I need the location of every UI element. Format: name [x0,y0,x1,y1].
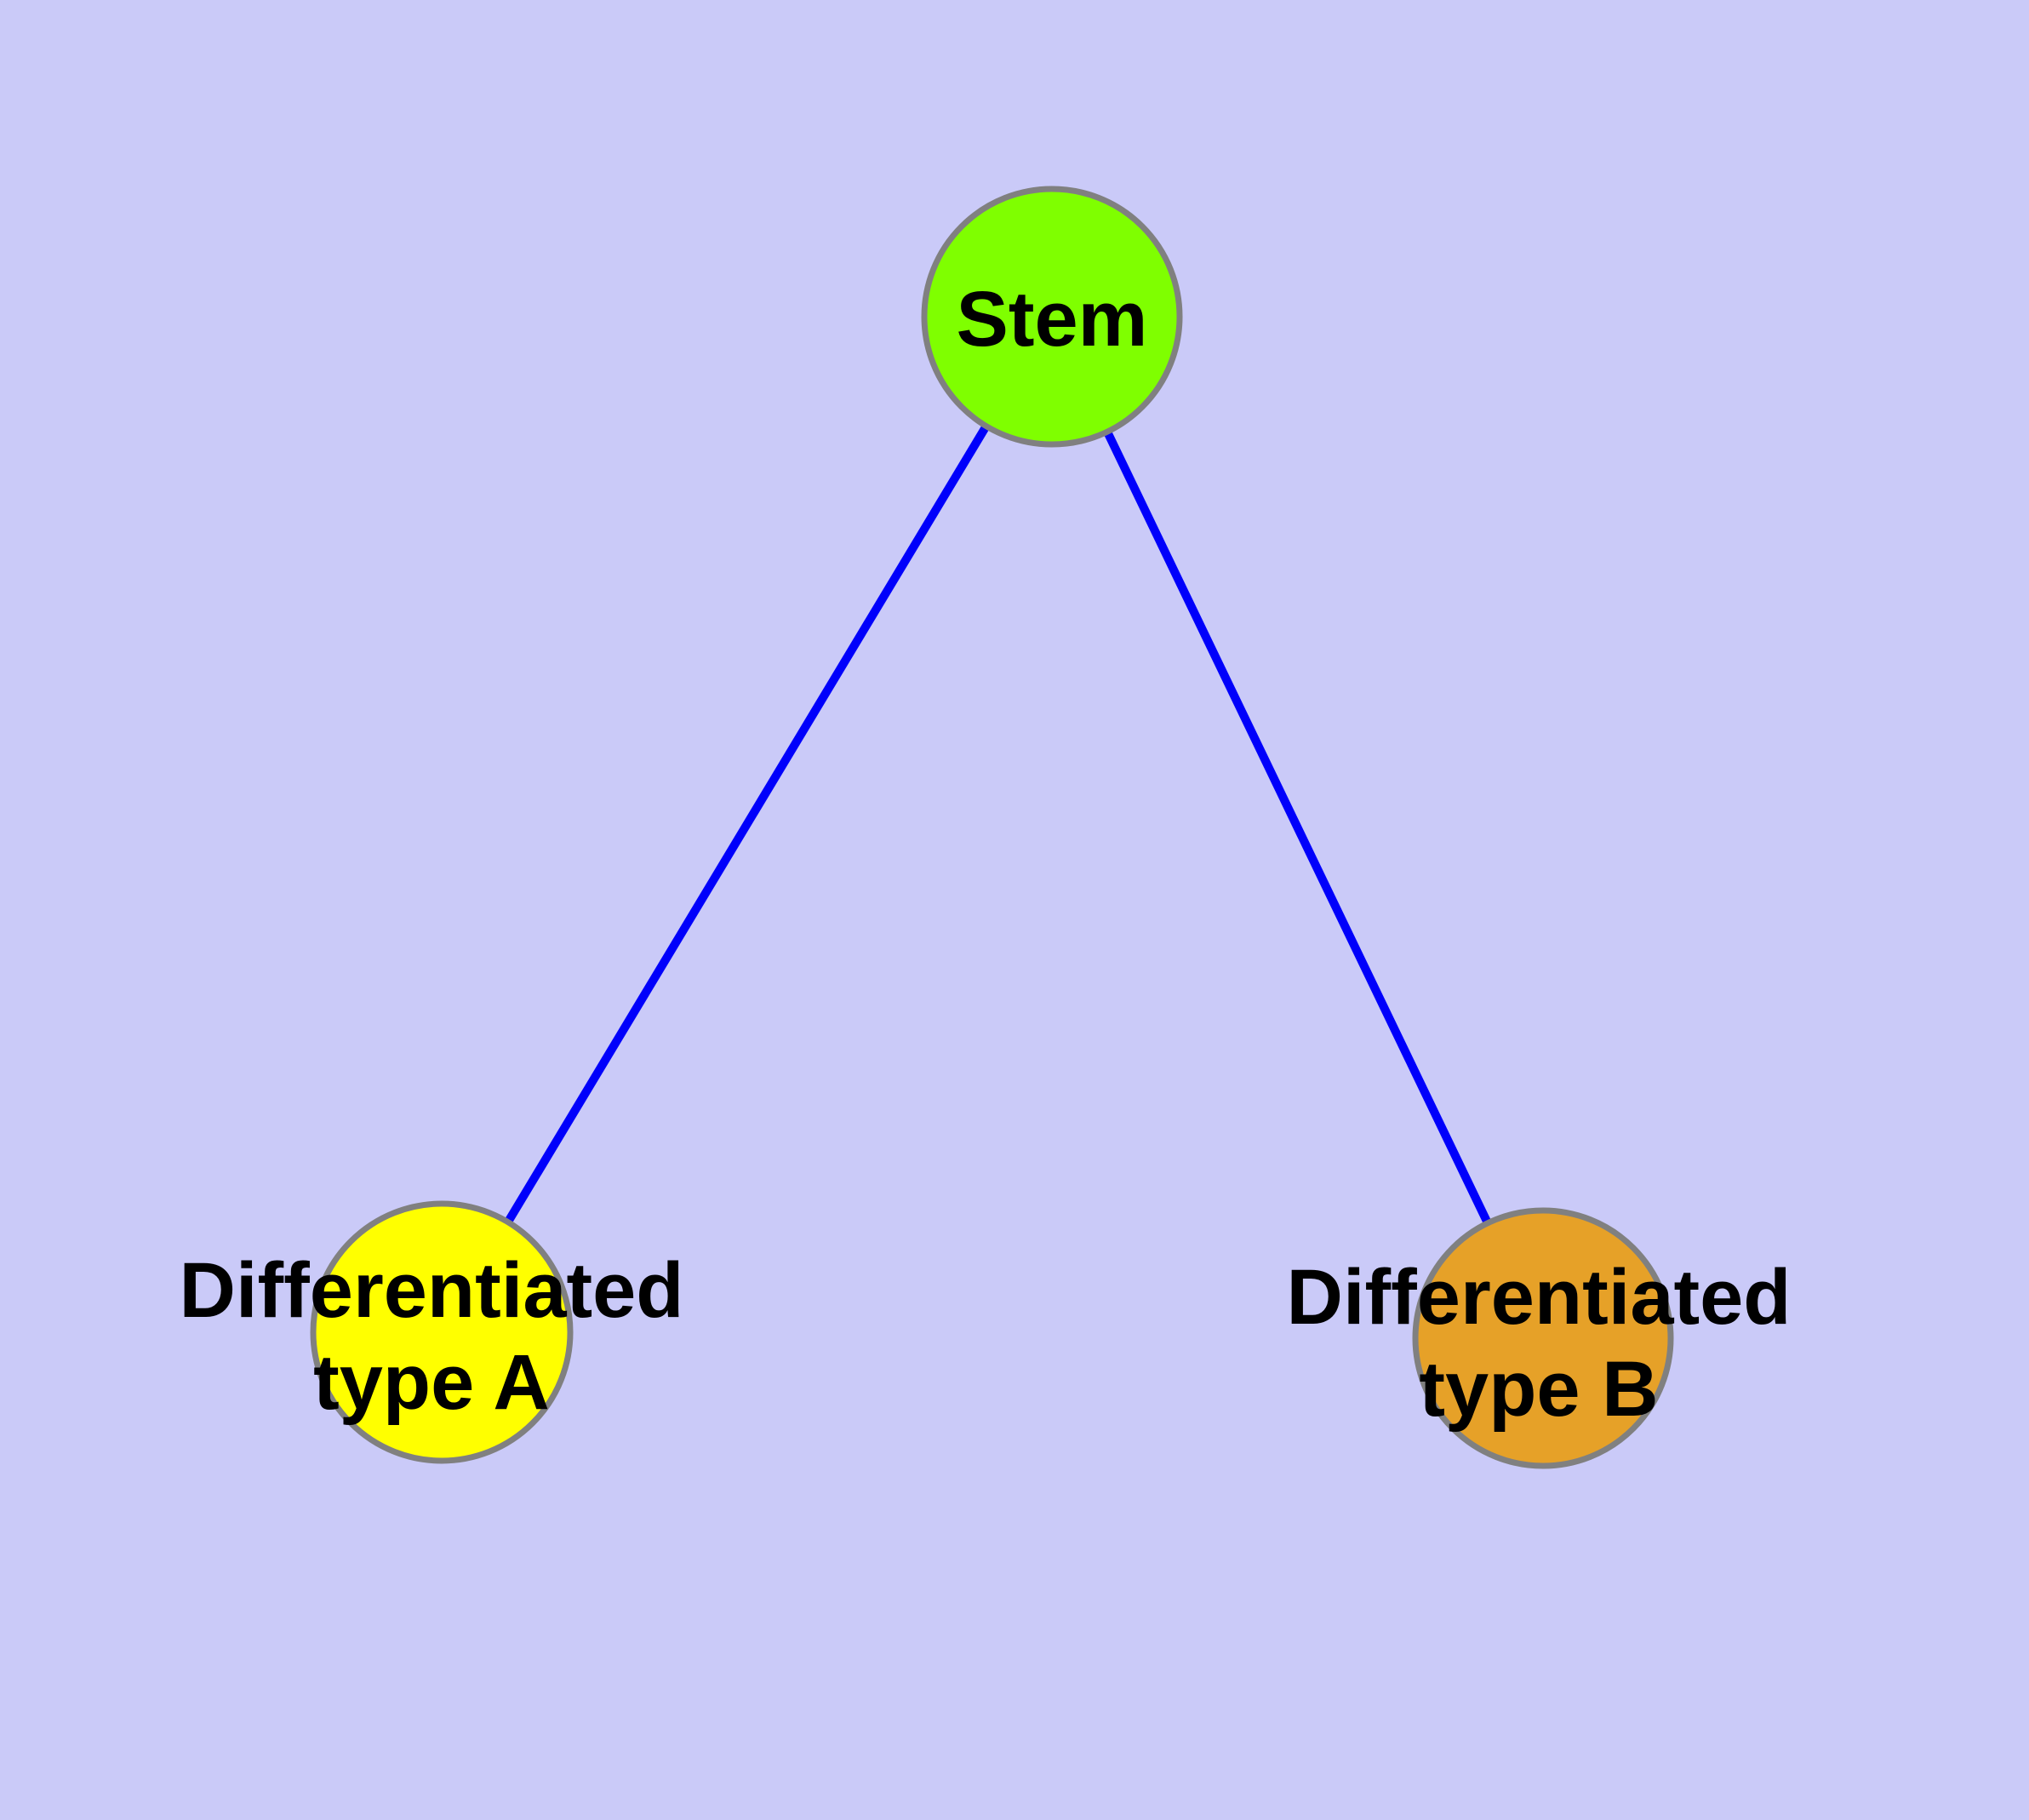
node-type-a-label-line2: type A [313,1339,550,1426]
edge-stem-to-type-a [437,314,1056,1335]
node-differentiated-type-b [1412,1207,1674,1469]
node-type-b-label-line2: type B [1419,1346,1658,1433]
node-type-a-label-line1: Differentiated [180,1247,684,1334]
edge-stem-to-type-b [1048,314,1547,1341]
node-stem [921,186,1183,448]
node-differentiated-type-a [310,1200,574,1464]
node-type-b-label-line1: Differentiated [1287,1254,1792,1341]
node-stem-label: Stem [957,276,1148,363]
